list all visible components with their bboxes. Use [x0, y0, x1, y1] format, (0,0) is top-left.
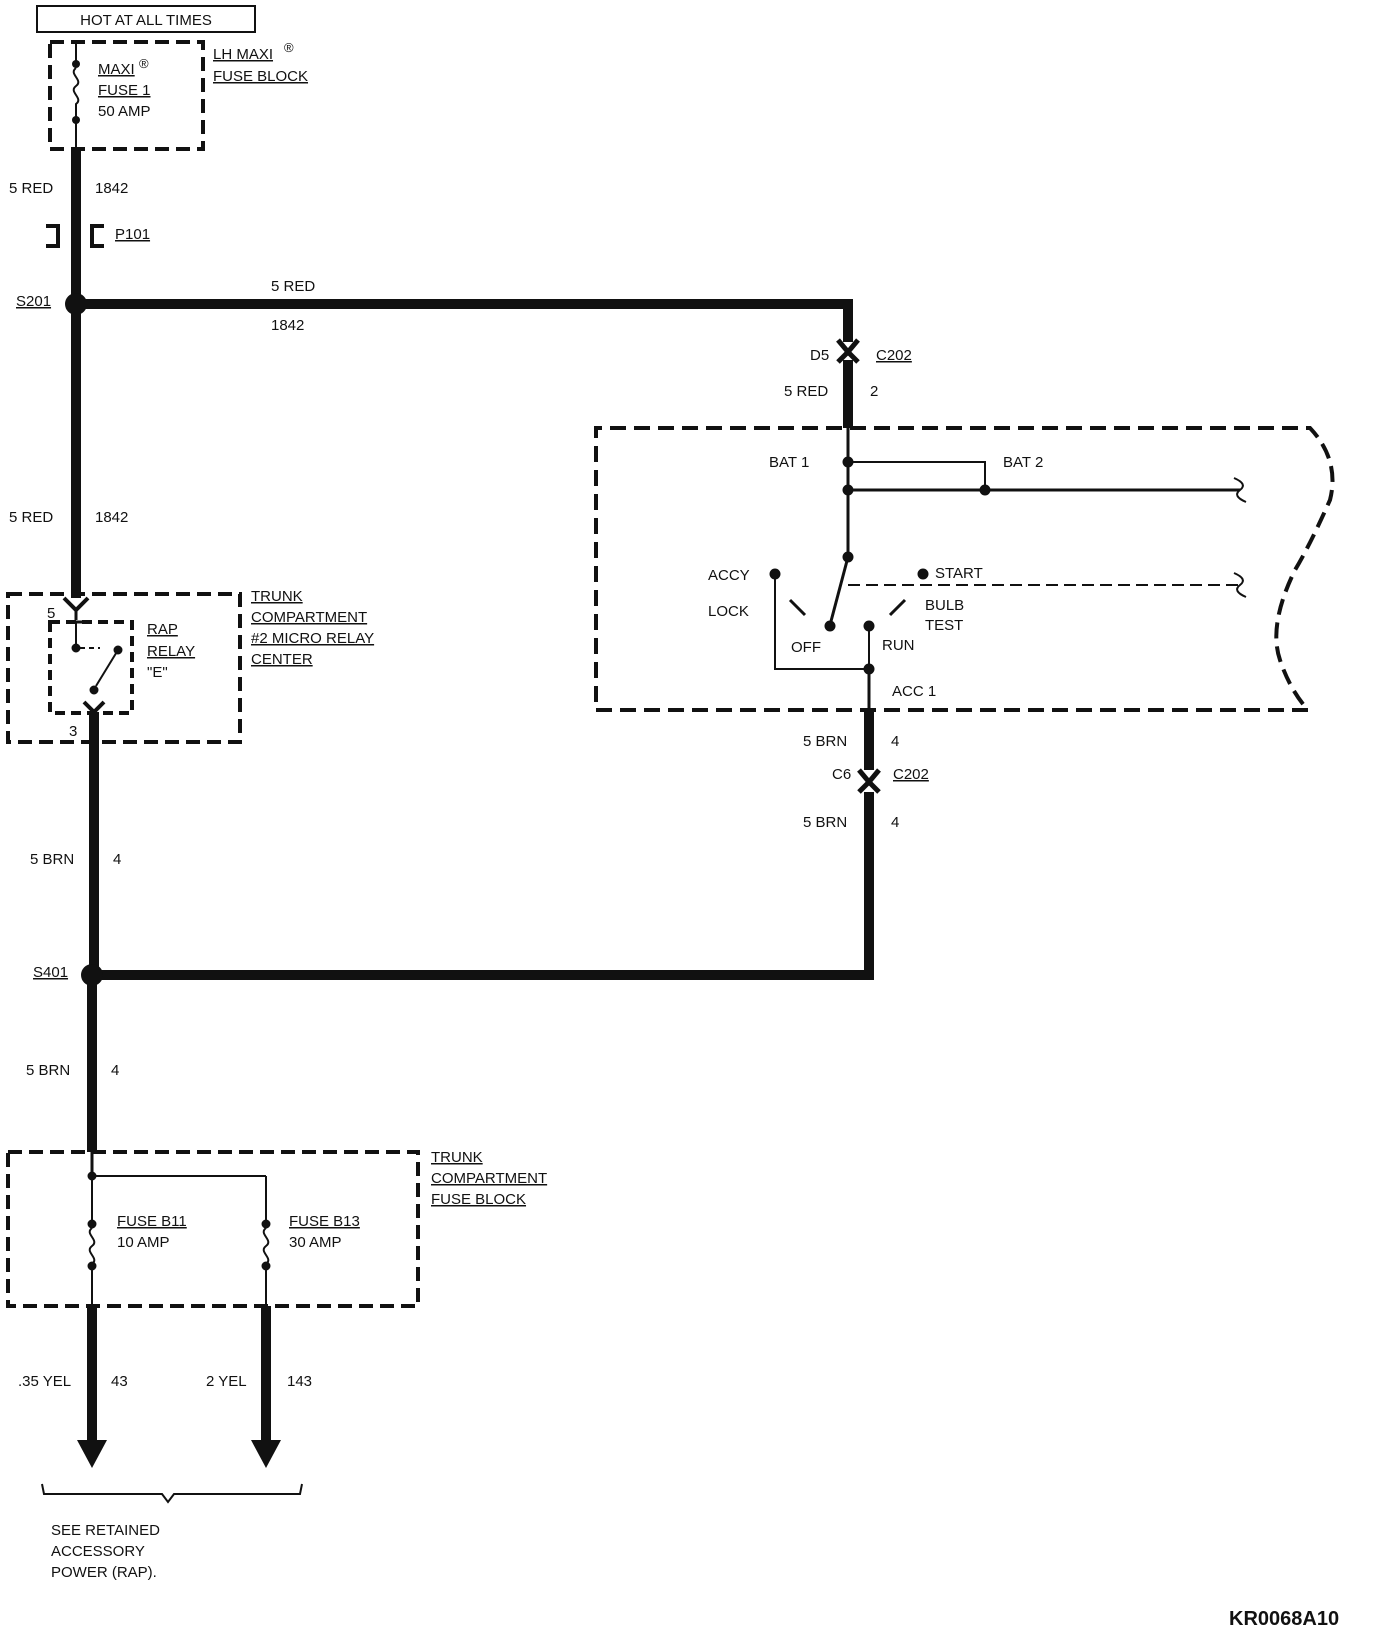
- maxi-fuse-rating: 50 AMP: [98, 103, 151, 120]
- rap-relay-label-2: RELAY: [147, 643, 195, 660]
- wire-9-gauge: .35 YEL: [18, 1373, 71, 1390]
- lock-label: LOCK: [708, 603, 749, 620]
- wire-6-circuit: 4: [891, 814, 899, 831]
- rap-relay-outline: [48, 620, 134, 715]
- maxi-fuse-block-outline: [48, 40, 205, 151]
- trunk-fuse-bus: [87, 1152, 267, 1222]
- maxi-fuse-number: FUSE 1: [98, 82, 151, 99]
- maxi-fuse-block-reg-mark: ®: [284, 40, 294, 55]
- maxi-fuse-block-title-1: LH MAXI: [213, 46, 273, 63]
- wire-1-circuit: 1842: [95, 180, 128, 197]
- d5-label: D5: [810, 347, 829, 364]
- maxi-fuse-reg-mark: ®: [139, 56, 149, 71]
- rap-relay-contact-icon: [62, 596, 123, 715]
- fuse-b11-icon: [87, 1219, 97, 1306]
- wire-6-gauge: 5 BRN: [803, 814, 847, 831]
- wire-3-circuit: 1842: [95, 509, 128, 526]
- wire-1842-branch: [76, 299, 853, 342]
- wire-9-circuit: 43: [111, 1373, 128, 1390]
- see-rap-note-2: ACCESSORY: [51, 1543, 145, 1560]
- start-label: START: [935, 565, 983, 582]
- p101-label: P101: [115, 226, 150, 243]
- wire-2-gauge: 5 RED: [271, 278, 315, 295]
- wire-10-circuit: 143: [287, 1373, 312, 1390]
- trunk-fuse-block-title-3: FUSE BLOCK: [431, 1191, 526, 1208]
- c202-bottom-label: C202: [893, 766, 929, 783]
- rap-relay-label-1: RAP: [147, 621, 178, 638]
- see-rap-note-3: POWER (RAP).: [51, 1564, 157, 1581]
- hot-at-all-times-box: [36, 5, 256, 33]
- ignition-switch-outline: [594, 426, 1335, 712]
- wire-7-circuit: 4: [113, 851, 121, 868]
- relay-center-title-2: COMPARTMENT: [251, 609, 367, 626]
- bat1-label: BAT 1: [769, 454, 809, 471]
- arrow-down-icon: [251, 1440, 281, 1468]
- off-label: OFF: [791, 639, 821, 656]
- reference-bracket: [41, 1483, 303, 1504]
- c202-c6-connector-icon: [857, 768, 881, 794]
- test-label: TEST: [925, 617, 963, 634]
- s401-label: S401: [33, 964, 68, 981]
- c202-top-label: C202: [876, 347, 912, 364]
- wire-5-circuit: 4: [891, 733, 899, 750]
- wire-7-gauge: 5 BRN: [30, 851, 74, 868]
- fuse-b11-name: FUSE B11: [117, 1213, 187, 1230]
- trunk-fuse-block-title-2: COMPARTMENT: [431, 1170, 547, 1187]
- fuse-b13-icon: [261, 1219, 271, 1306]
- run-label: RUN: [882, 637, 915, 654]
- wire-brn-ign-2: [92, 792, 874, 980]
- ignition-switch-contacts: [769, 428, 1247, 710]
- accy-label: ACCY: [708, 567, 750, 584]
- acc1-label: ACC 1: [892, 683, 936, 700]
- wire-4-circuit: 2: [870, 383, 878, 400]
- c202-d5-connector-icon: [836, 338, 860, 364]
- wire-8-circuit: 4: [111, 1062, 119, 1079]
- trunk-fuse-block-outline: [6, 1150, 420, 1308]
- relay-center-title-1: TRUNK: [251, 588, 303, 605]
- wire-5-gauge: 5 BRN: [803, 733, 847, 750]
- trunk-fuse-block-title-1: TRUNK: [431, 1149, 483, 1166]
- wire-2-circuit: 1842: [271, 317, 304, 334]
- figure-id: KR0068A10: [1229, 1608, 1339, 1630]
- bulb-label: BULB: [925, 597, 964, 614]
- c6-label: C6: [832, 766, 851, 783]
- relay-center-title-4: CENTER: [251, 651, 313, 668]
- s201-label: S201: [16, 293, 51, 310]
- fuse-b13-rating: 30 AMP: [289, 1234, 342, 1251]
- fuse-b11-rating: 10 AMP: [117, 1234, 170, 1251]
- wire-8-gauge: 5 BRN: [26, 1062, 70, 1079]
- relay-center-title-3: #2 MICRO RELAY: [251, 630, 374, 647]
- maxi-fuse-block-title-2: FUSE BLOCK: [213, 68, 308, 85]
- see-rap-note-1: SEE RETAINED: [51, 1522, 160, 1539]
- maxi-fuse-1-icon: [72, 42, 80, 149]
- p101-connector-icon: [46, 224, 104, 248]
- bat2-label: BAT 2: [1003, 454, 1043, 471]
- wire-3-gauge: 5 RED: [9, 509, 53, 526]
- hot-at-all-times-label: HOT AT ALL TIMES: [80, 12, 212, 29]
- relay-pin-3: 3: [69, 723, 77, 740]
- maxi-fuse-label: MAXI: [98, 61, 135, 78]
- wire-4-gauge: 5 RED: [784, 383, 828, 400]
- rap-relay-label-3: "E": [147, 664, 168, 681]
- arrow-down-icon: [77, 1440, 107, 1468]
- relay-center-outline: [6, 592, 242, 744]
- fuse-b13-name: FUSE B13: [289, 1213, 360, 1230]
- relay-pin-5: 5: [47, 605, 55, 622]
- wire-10-gauge: 2 YEL: [206, 1373, 247, 1390]
- wire-1-gauge: 5 RED: [9, 180, 53, 197]
